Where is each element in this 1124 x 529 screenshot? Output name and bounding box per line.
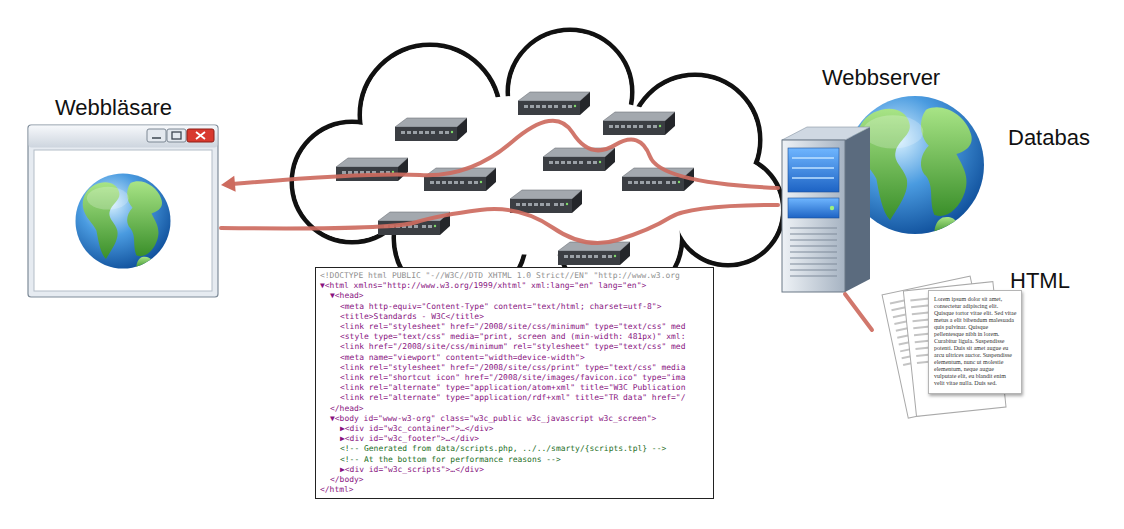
server-tower-part (782, 140, 845, 292)
route-line (845, 294, 872, 330)
server-tower-part (788, 198, 839, 218)
server-tower-part-part (790, 228, 837, 229)
node-heading: HTML (1010, 268, 1070, 294)
network-route (221, 205, 778, 243)
code-line: <!-- Generated from data/scripts.php, ..… (320, 444, 709, 454)
node-heading: Webbserver (822, 65, 940, 91)
server-tower-part-part (790, 234, 837, 235)
browser-window-part (187, 129, 214, 142)
server-tower-part-part (790, 276, 837, 277)
network-switches-part (558, 242, 630, 265)
code-line: <link rel="alternate" type="application/… (320, 383, 709, 393)
network-route (221, 121, 778, 192)
code-line: </html> (320, 485, 709, 495)
code-line: <title>Standards - W3C</title> (320, 312, 709, 322)
server-tower-part-part (790, 258, 837, 259)
code-line: ▶<div id="w3c_footer">…</div> (320, 434, 709, 444)
server-tower-part (790, 228, 837, 276)
browser-window-part (29, 126, 218, 148)
route-line (221, 205, 778, 243)
network-switches-part (622, 168, 694, 191)
server-tower-part (830, 206, 834, 210)
html-document-node: HTMLLorem ipsum dolor sit amet, consecte… (872, 262, 1077, 427)
server-tower-part (788, 148, 839, 192)
network-route (845, 294, 872, 330)
code-line: ▼<html xmlns="http://www.w3.org/1999/xht… (320, 281, 709, 291)
network-switches-part (510, 190, 582, 213)
document-page: Lorem ipsum dolor sit amet, consectetur … (928, 290, 1022, 394)
code-line: <link rel="stylesheet" href="/2008/site/… (320, 322, 709, 332)
arrow-head (221, 176, 236, 192)
browser-window-part (28, 125, 218, 297)
code-line: </body> (320, 475, 709, 485)
network-switches-part (518, 92, 590, 115)
server-tower-part-part (790, 240, 837, 241)
browser-window-part (172, 132, 181, 139)
code-line: ▶<div id="w3c_scripts">…</div> (320, 465, 709, 475)
server-tower-part-part (790, 264, 837, 265)
browser-window-part (76, 174, 171, 269)
server-tower-part (792, 177, 834, 179)
code-line: <!DOCTYPE html PUBLIC "-//W3C//DTD XHTML… (320, 271, 709, 281)
node-heading: Databas (1008, 125, 1090, 151)
database-node: Databas (845, 80, 1115, 230)
server-tower-part-part (790, 270, 837, 271)
browser-window-part (34, 150, 212, 291)
code-line: ▼<head> (320, 291, 709, 301)
server-tower-part-part (790, 246, 837, 247)
browser-window-part (152, 137, 161, 139)
code-line: ▶<div id="w3c_container">…</div> (320, 424, 709, 434)
browser-node: Webbläsare (25, 92, 221, 300)
server-tower-part (792, 167, 834, 169)
network-switches (336, 92, 694, 265)
browser-window (28, 125, 218, 297)
browser-window-part (147, 129, 166, 142)
server-tower (782, 127, 870, 292)
code-line: <link rel="stylesheet" href="/2008/site/… (320, 363, 709, 373)
route-line (232, 121, 778, 188)
server-tower-part (792, 157, 834, 159)
server-node: Webbserver (778, 60, 974, 294)
network-cloud (292, 30, 783, 304)
node-heading: Webbläsare (55, 95, 172, 121)
code-line: ▼<body id="www-w3-org" class="w3c_public… (320, 414, 709, 424)
code-line: <link rel="shortcut icon" href="/2008/si… (320, 373, 709, 383)
browser-window-part (196, 132, 205, 139)
network-switches-part (395, 118, 467, 141)
code-line: <meta http-equiv="Content-Type" content=… (320, 302, 709, 312)
code-line: <link rel="alternate" type="application/… (320, 393, 709, 403)
network-cloud-part (292, 30, 783, 304)
code-line: <style type="text/css" media="print, scr… (320, 332, 709, 342)
code-panel: <!DOCTYPE html PUBLIC "-//W3C//DTD XHTML… (315, 267, 714, 499)
server-tower-part (845, 127, 870, 292)
network-switches-part (603, 112, 675, 135)
server-tower-part (782, 127, 870, 140)
network-cloud-part (294, 32, 781, 302)
code-line: <link href="/2008/site/css/minimum" rel=… (320, 342, 709, 352)
server-tower-part-part (790, 252, 837, 253)
code-line: <!-- At the bottom for performance reaso… (320, 455, 709, 465)
browser-window-part (167, 129, 186, 142)
code-line: <meta name="viewport" content="width=dev… (320, 353, 709, 363)
code-line: </head> (320, 404, 709, 414)
document-text: Lorem ipsum dolor sit amet, consectetur … (934, 296, 1017, 387)
